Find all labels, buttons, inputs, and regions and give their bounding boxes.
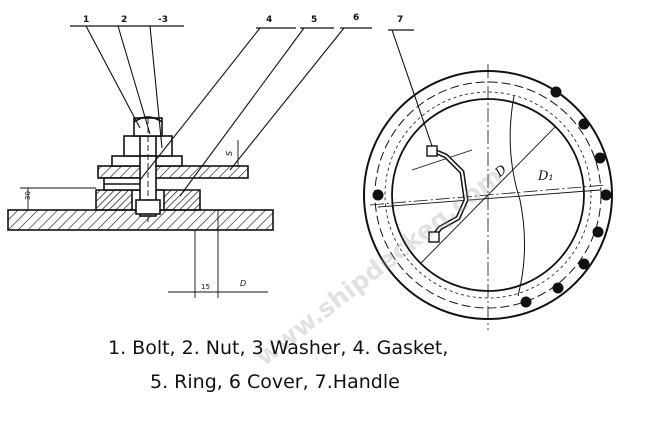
dim-s: S: [225, 151, 234, 156]
callout-4: 4: [266, 15, 272, 25]
dim-offset: 15: [201, 283, 210, 291]
dim-d1: D₁: [537, 169, 554, 184]
diameter-d: [419, 125, 557, 265]
dim-d-small: D: [240, 279, 246, 288]
bolt-hole: [578, 118, 590, 130]
section-view: [7, 25, 372, 298]
callout-3: -3: [158, 15, 168, 25]
bolt-hole: [578, 258, 590, 270]
bolt-hole: [372, 189, 384, 201]
bolt-holes: [372, 86, 612, 308]
diameter-d1: [377, 189, 601, 208]
bolt-hole: [520, 296, 532, 308]
callout-2: 2: [121, 15, 127, 25]
callout-6: 6: [353, 13, 359, 23]
cover-plate: [97, 165, 249, 179]
bolt-hole: [592, 226, 604, 238]
callout-7: 7: [397, 15, 403, 25]
dim-height: 30: [24, 191, 32, 200]
bolt-hole: [550, 86, 562, 98]
caption-line-1: 1. Bolt, 2. Nut, 3 Washer, 4. Gasket,: [108, 337, 449, 359]
bolt-hole: [552, 282, 564, 294]
callout-1: 1: [83, 15, 89, 25]
caption-line-2: 5. Ring, 6 Cover, 7.Handle: [150, 371, 400, 393]
bolt-hole: [600, 189, 612, 201]
callout-5: 5: [311, 15, 317, 25]
bolt-hole: [594, 152, 606, 164]
